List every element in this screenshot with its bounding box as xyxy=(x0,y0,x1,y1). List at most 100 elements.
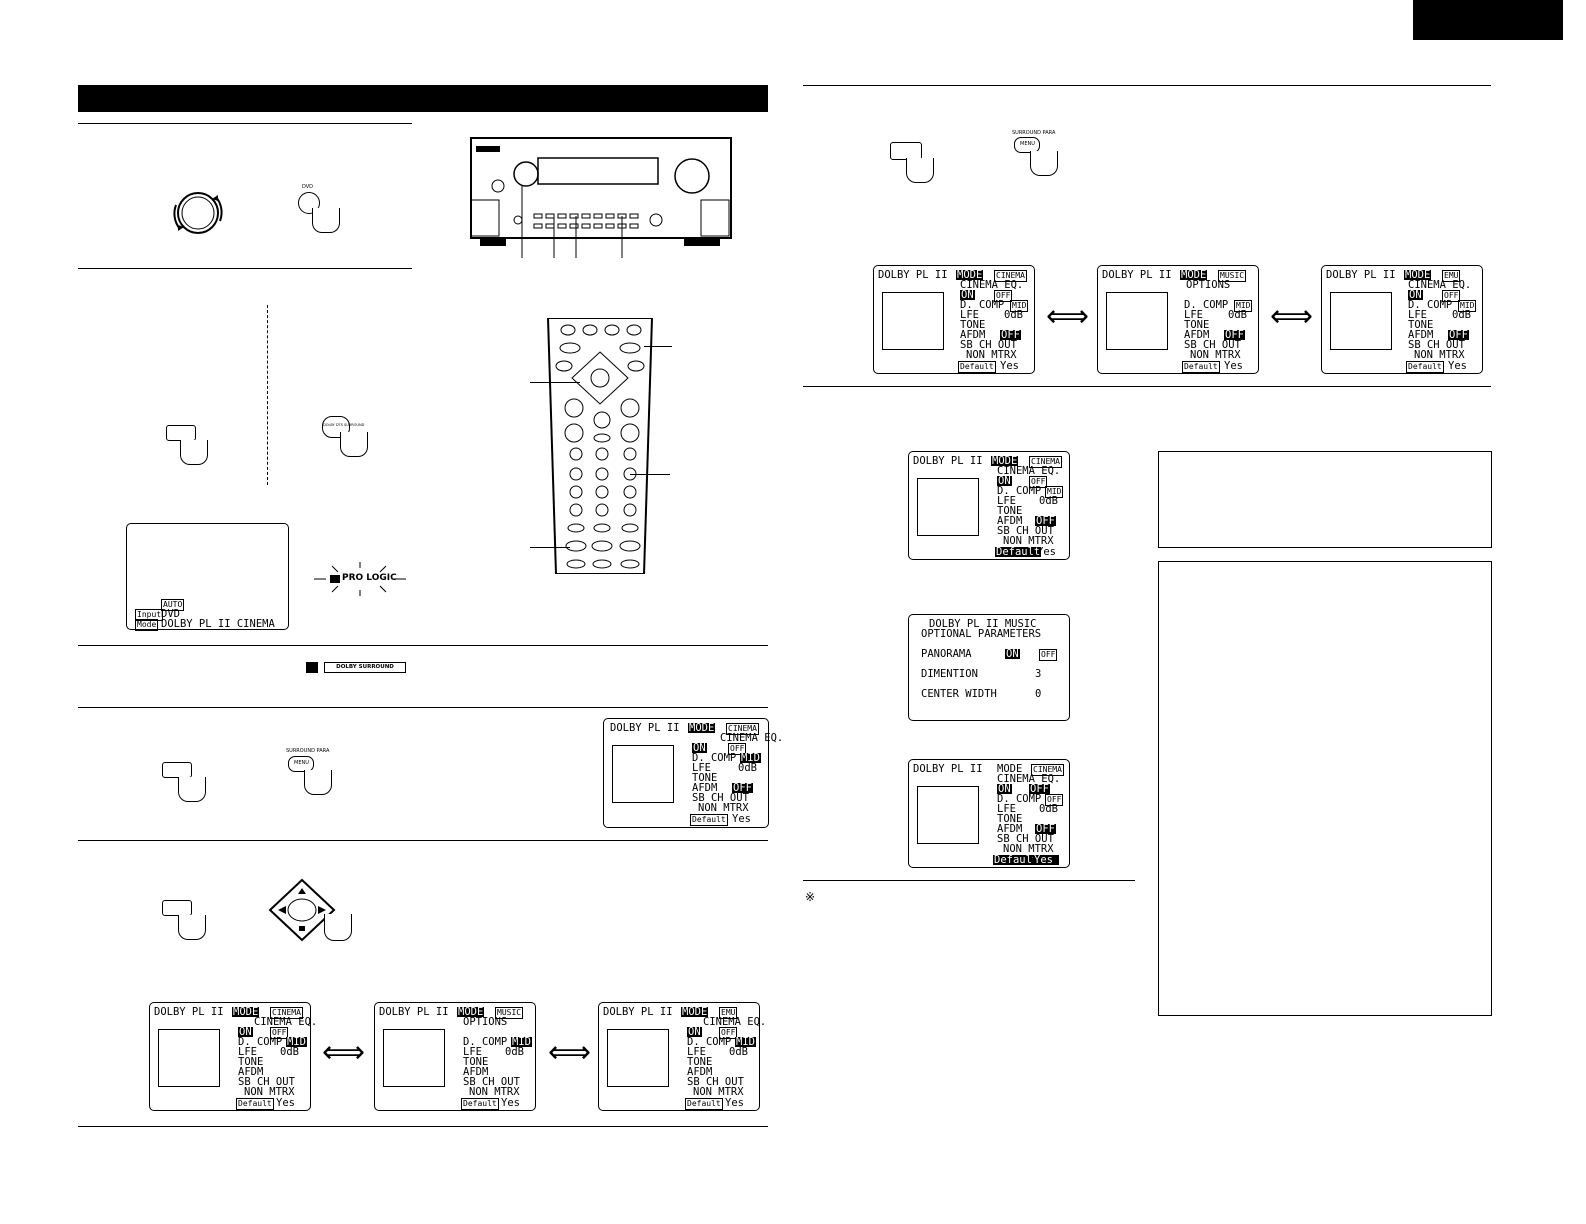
osd-default: Default xyxy=(685,1098,723,1111)
osd-afdm-value: OFF xyxy=(732,782,753,794)
osd-lfe: LFE xyxy=(997,803,1016,815)
dimention-value: 3 xyxy=(1035,668,1042,680)
osd-lfe-value: 0dB xyxy=(280,1046,299,1058)
speaker-layout-icon xyxy=(383,1029,445,1087)
osd-lfe-value: 0dB xyxy=(1228,309,1247,321)
osd-lfe: LFE xyxy=(238,1046,257,1058)
speaker-layout-icon xyxy=(882,292,944,350)
osd-yes: Yes xyxy=(732,813,751,825)
double-arrow-icon: ⟺ xyxy=(1270,299,1314,334)
auto-indicator: AUTO xyxy=(161,599,185,612)
osd-screen-cinema: DOLBY PL II MODE CINEMA CINEMA EQ. ON OF… xyxy=(873,265,1035,374)
osd-on: ON xyxy=(1408,289,1423,301)
leader-line xyxy=(530,547,570,548)
osd-d-comp-value: MID xyxy=(1234,300,1253,313)
osd-title: DOLBY PL II xyxy=(913,763,983,775)
divider xyxy=(803,880,1135,881)
osd-yes: Yes xyxy=(1448,360,1467,372)
osd-sb-ch-out: SB CH OUT xyxy=(960,339,1017,351)
osd-cinema-eq: CINEMA EQ. xyxy=(720,732,784,744)
osd-title: DOLBY PL II xyxy=(379,1006,449,1018)
osd-off: OFF xyxy=(1029,783,1050,795)
divider xyxy=(78,707,768,708)
osd-lfe: LFE xyxy=(463,1046,482,1058)
osd-default: Default xyxy=(1406,361,1444,374)
osd-sb-ch-out: SB CH OUT xyxy=(997,833,1054,845)
menu-button-label: MENU xyxy=(1020,141,1035,147)
remote-button[interactable] xyxy=(162,762,192,778)
osd-cinema-eq: CINEMA EQ. xyxy=(997,465,1061,477)
music-optional-parameters-screen: DOLBY PL II MUSIC OPTIONAL PARAMETERS PA… xyxy=(908,614,1070,721)
osd-off: OFF xyxy=(719,1027,738,1040)
osd-title: DOLBY PL II xyxy=(154,1006,224,1018)
divider xyxy=(803,386,1491,387)
osd-d-comp: D. COMP xyxy=(692,752,737,764)
osd-screen-emu: DOLBY PL II MODE EMU CINEMA EQ. ON OFF D… xyxy=(1321,265,1483,374)
osd-lfe: LFE xyxy=(1408,309,1427,321)
remote-button[interactable] xyxy=(166,425,196,441)
hand-icon xyxy=(312,208,340,233)
hand-icon xyxy=(906,158,934,183)
surround-menu-button[interactable] xyxy=(1014,137,1040,153)
osd-screen-cinema: DOLBY PL II MODE CINEMA CINEMA EQ. ON OF… xyxy=(149,1002,317,1111)
osd-mode-label: MODE xyxy=(991,455,1019,467)
center-width-value: 0 xyxy=(1035,688,1042,700)
surround-menu-button[interactable] xyxy=(288,756,314,772)
osd-cinema-eq: CINEMA EQ. xyxy=(703,1016,767,1028)
dolby-surround-logo: DOLBY SURROUND xyxy=(306,662,406,673)
section-header-bar xyxy=(78,85,768,112)
mode-value: DOLBY PL II CINEMA xyxy=(161,618,275,630)
osd-d-comp-value: MID xyxy=(740,752,761,764)
divider xyxy=(78,1126,768,1127)
speaker-layout-icon xyxy=(1330,292,1392,350)
osd-off: OFF xyxy=(728,743,747,756)
input-label: Input xyxy=(135,609,164,622)
panorama-on: ON xyxy=(1005,648,1020,660)
osd-on: ON xyxy=(997,783,1012,795)
osd-title: DOLBY PL II xyxy=(610,722,680,734)
osd-d-comp: D. COMP xyxy=(1408,299,1453,311)
note-box xyxy=(1158,451,1492,548)
osd-d-comp: D. COMP xyxy=(238,1036,283,1048)
mode-label: Mode xyxy=(135,619,159,632)
osd-d-comp-value: MID xyxy=(1010,300,1029,313)
osd-lfe-value: 0dB xyxy=(1452,309,1471,321)
menu-button-label: MENU xyxy=(294,760,309,766)
remote-button[interactable] xyxy=(162,900,192,916)
osd-non-mtrx: NON MTRX xyxy=(244,1086,295,1098)
osd-title: DOLBY PL II xyxy=(603,1006,673,1018)
osd-tone: TONE xyxy=(997,505,1023,517)
osd-afdm-value: OFF xyxy=(1224,329,1245,341)
osd-mode-label: MODE xyxy=(232,1006,260,1018)
osd-d-comp: D. COMP xyxy=(463,1036,508,1048)
double-arrow-icon: ⟺ xyxy=(1046,299,1090,334)
osd-tone: TONE xyxy=(692,772,718,784)
notes-panel xyxy=(1158,561,1492,1016)
osd-tone: TONE xyxy=(997,813,1023,825)
osd-mode-value: MUSIC xyxy=(495,1007,524,1020)
osd-d-comp: D. COMP xyxy=(960,299,1005,311)
osd-afdm-value: OFF xyxy=(1000,329,1021,341)
params-title: DOLBY PL II MUSIC xyxy=(929,618,1037,630)
divider xyxy=(78,123,412,124)
osd-lfe-value: 0dB xyxy=(505,1046,524,1058)
hand-icon xyxy=(304,770,332,795)
osd-tone: TONE xyxy=(238,1056,264,1068)
speaker-layout-icon xyxy=(158,1029,220,1087)
osd-yes: Yes xyxy=(276,1097,295,1109)
osd-screen-music: DOLBY PL II MODE MUSIC OPTIONS D. COMP M… xyxy=(374,1002,536,1111)
osd-sb-ch-out: SB CH OUT xyxy=(692,792,749,804)
osd-afdm: AFDM xyxy=(463,1066,489,1078)
osd-afdm: AFDM xyxy=(687,1066,713,1078)
osd-screen-music: DOLBY PL II MODE MUSIC OPTIONS D. COMP M… xyxy=(1097,265,1259,374)
cursor-pad-icon[interactable] xyxy=(268,878,348,942)
osd-d-comp-value: OFF xyxy=(1045,794,1064,807)
osd-off: OFF xyxy=(1442,290,1461,303)
osd-sb-ch-out: SB CH OUT xyxy=(238,1076,295,1088)
osd-mode-value: MUSIC xyxy=(1218,270,1247,283)
osd-default: Default xyxy=(958,361,996,374)
osd-non-mtrx: NON MTRX xyxy=(469,1086,520,1098)
osd-yes: Yes xyxy=(1000,360,1019,372)
osd-mode-label: MODE xyxy=(997,763,1023,775)
osd-default: Default xyxy=(461,1098,499,1111)
